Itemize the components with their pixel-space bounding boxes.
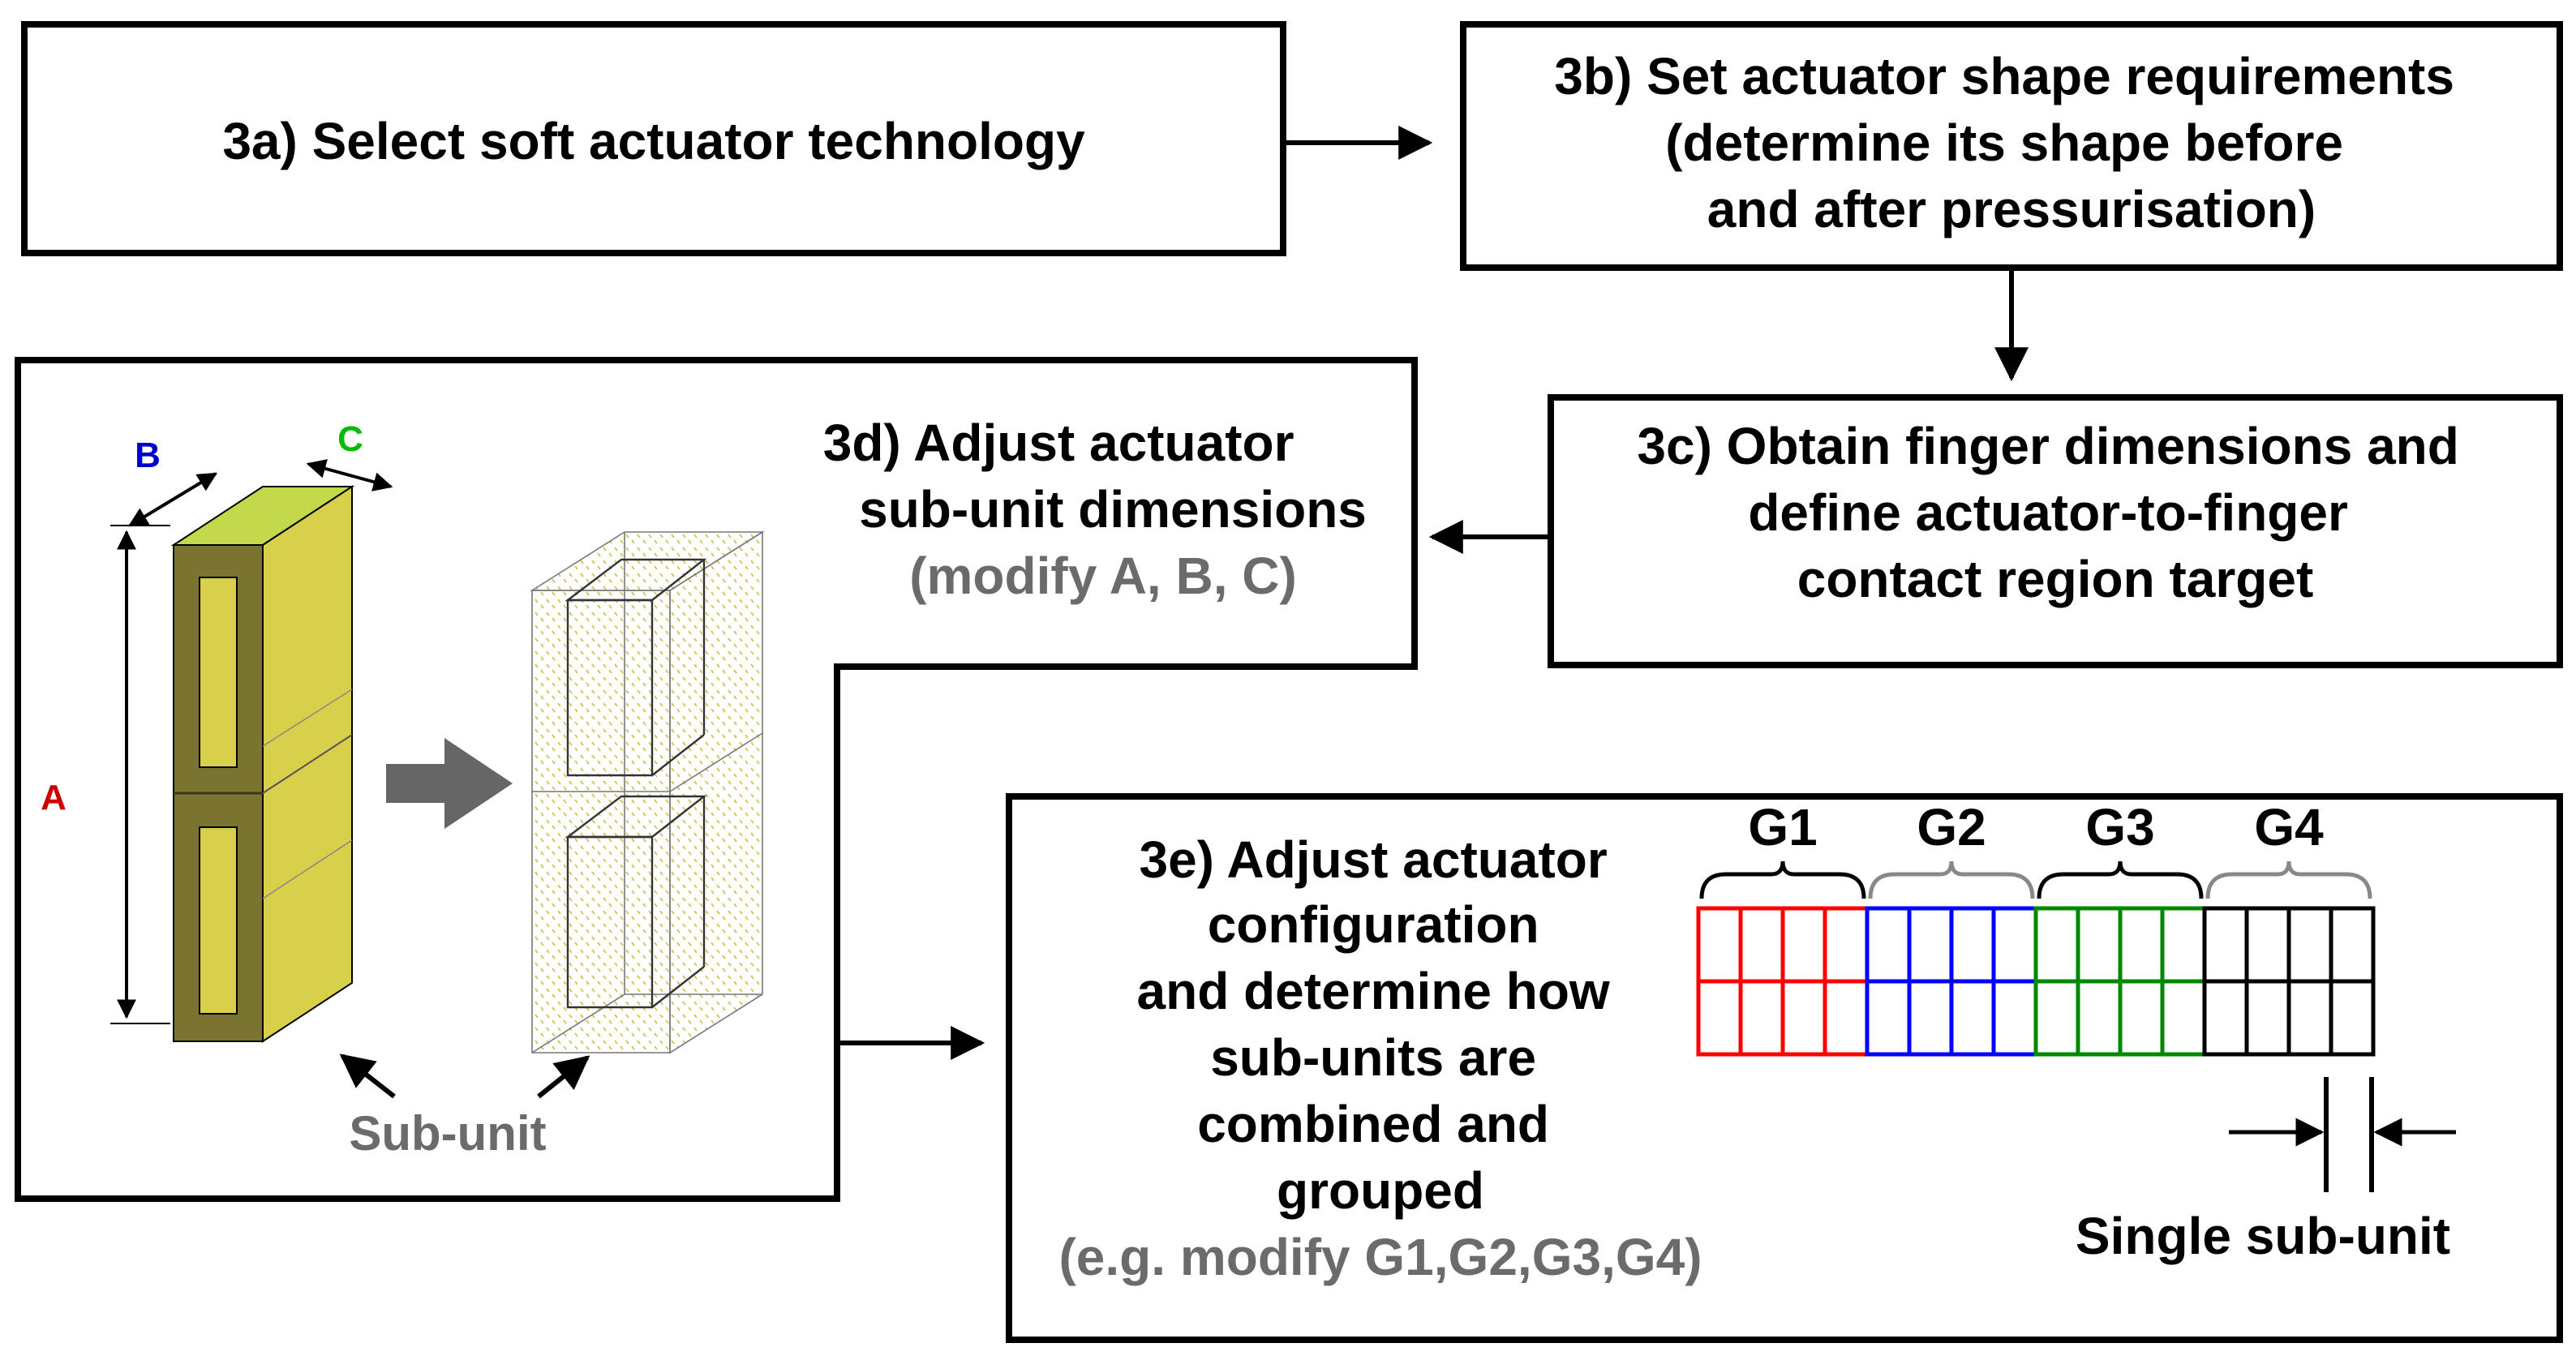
grid-cell-g2	[1991, 906, 2038, 984]
box-3c	[1548, 394, 2563, 668]
group-brace-g1	[1699, 860, 1866, 899]
grid-cell-g4	[2329, 979, 2376, 1057]
grid-cell-g2	[1865, 979, 1912, 1057]
grid-cell-g4	[2244, 906, 2291, 984]
grid-cell-g1	[1696, 906, 1743, 984]
group-label-g3: G3	[2085, 798, 2154, 856]
single-subunit-indicator	[2229, 1077, 2456, 1192]
grid-cell-g3	[2160, 906, 2207, 984]
step-3d-note: (modify A, B, C)	[909, 547, 1297, 605]
grid-cell-g1	[1696, 979, 1743, 1057]
grid-cell-g3	[2033, 979, 2080, 1057]
group-brace-g3	[2037, 860, 2204, 899]
grid-cell-g3	[2118, 906, 2165, 984]
group-label-g4: G4	[2254, 798, 2324, 856]
actuator-solid-model	[170, 485, 355, 1043]
grid-cell-g1	[1780, 979, 1827, 1057]
label-a: A	[41, 778, 67, 817]
grid-cell-g3	[2118, 979, 2165, 1057]
grid-cell-g3	[2076, 906, 2123, 984]
grid-cell-g1	[1780, 906, 1827, 984]
step-3b-title: 3b) Set actuator shape requirements (det…	[1554, 47, 2468, 238]
grid-cell-g2	[1865, 906, 1912, 984]
subunit-label: Sub-unit	[349, 1106, 546, 1161]
grid-cell-g2	[1991, 979, 2038, 1057]
group-grid: G1 G2 G3 G4	[1696, 798, 2376, 1057]
actuator-mesh-model	[530, 530, 765, 1054]
grid-cell-g4	[2244, 979, 2291, 1057]
grid-cell-g4	[2202, 906, 2249, 984]
grid-cell-g4	[2286, 906, 2333, 984]
grid-cell-g2	[1949, 906, 1996, 984]
group-brace-g2	[1868, 860, 2035, 899]
box-3e	[1006, 793, 2563, 1343]
grid-cell-g2	[1907, 979, 1954, 1057]
grid-cell-g3	[2076, 979, 2123, 1057]
grid-cell-g3	[2033, 906, 2080, 984]
step-3e-title: 3e) Adjust actuator configuration and de…	[1137, 830, 1625, 1220]
grid-cell-g1	[1823, 979, 1870, 1057]
subunit-pointer-left	[339, 1053, 396, 1099]
grid-cell-g4	[2286, 979, 2333, 1057]
label-b: B	[135, 436, 161, 475]
step-3d-title: 3d) Adjust actuator sub-unit dimensions	[823, 414, 1367, 539]
box-3a	[21, 21, 1286, 256]
grid-cell-g1	[1738, 906, 1785, 984]
subunit-pointer-right	[537, 1055, 590, 1099]
step-3c-title: 3c) Obtain finger dimensions and define …	[1637, 417, 2473, 608]
grid-cell-g3	[2160, 979, 2207, 1057]
group-brace-g4	[2205, 860, 2372, 899]
dimension-b	[127, 472, 218, 527]
box-3b	[1460, 21, 2563, 271]
label-c: C	[337, 419, 363, 459]
step-3a-title: 3a) Select soft actuator technology	[222, 112, 1085, 170]
grid-cell-g1	[1738, 979, 1785, 1057]
grid-cell-g2	[1949, 979, 1996, 1057]
grid-cell-g1	[1823, 906, 1870, 984]
transform-arrow	[386, 738, 513, 829]
grid-cell-g4	[2202, 979, 2249, 1057]
step-3e-note: (e.g. modify G1,G2,G3,G4)	[1058, 1228, 1702, 1286]
single-subunit-label: Single sub-unit	[2076, 1207, 2450, 1265]
group-label-g2: G2	[1917, 798, 1986, 856]
group-label-g1: G1	[1748, 798, 1817, 856]
grid-cell-g2	[1907, 906, 1954, 984]
grid-cell-g4	[2329, 906, 2376, 984]
dimension-c	[306, 459, 393, 491]
